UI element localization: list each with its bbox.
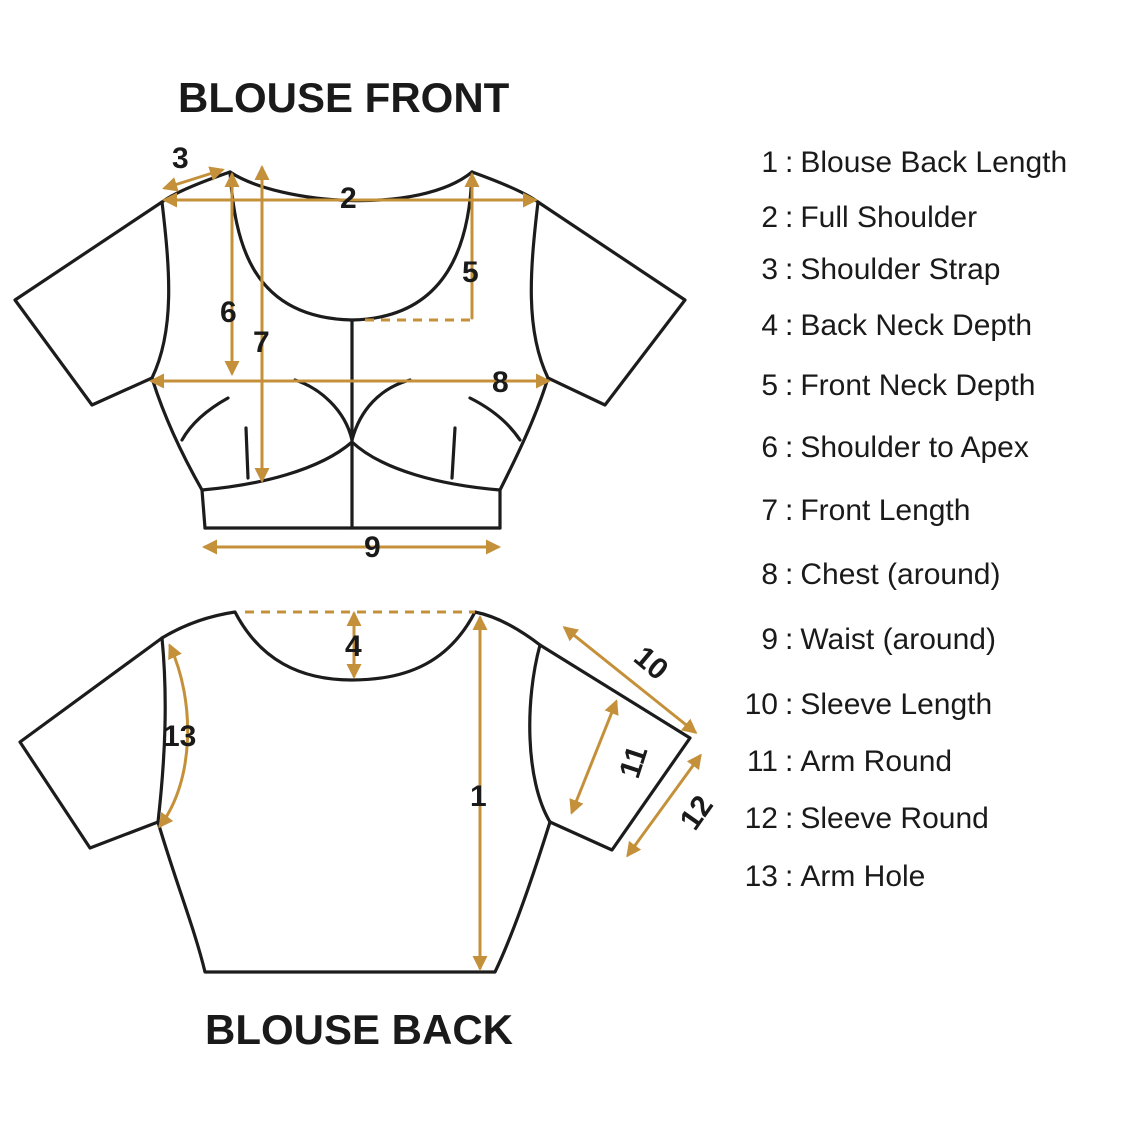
- legend-num: 6: [761, 431, 778, 464]
- legend-label: Sleeve Round: [800, 802, 989, 835]
- back-right-sleeve: [538, 643, 692, 852]
- legend-item: 13:Arm Hole: [712, 860, 1112, 894]
- back-right-sleeve-cap: [528, 643, 552, 824]
- marker-6: 6: [220, 296, 237, 329]
- back-measurements: 4 13 1 10 11 12: [158, 610, 720, 971]
- legend-item: 7:Front Length: [712, 494, 1112, 528]
- marker-2: 2: [340, 182, 357, 215]
- marker-3: 3: [172, 142, 189, 175]
- marker-8: 8: [492, 366, 509, 399]
- legend-sep: :: [785, 494, 794, 527]
- legend-sep: :: [785, 802, 794, 835]
- legend-num: 8: [761, 558, 778, 591]
- legend-item: 6:Shoulder to Apex: [712, 431, 1112, 465]
- legend-label: Shoulder Strap: [800, 253, 1001, 286]
- legend-num: 5: [761, 369, 778, 402]
- marker-4: 4: [345, 630, 362, 663]
- front-right-sleeve: [536, 200, 687, 407]
- legend-sep: :: [785, 431, 794, 464]
- legend-num: 2: [761, 201, 778, 234]
- marker-10: 10: [628, 640, 675, 687]
- legend-label: Front Neck Depth: [800, 369, 1036, 402]
- legend-label: Chest (around): [800, 558, 1001, 591]
- legend-item: 12:Sleeve Round: [712, 802, 1112, 836]
- measure-line-3: [162, 166, 225, 192]
- back-left-sleeve: [18, 636, 164, 850]
- legend-num: 9: [761, 623, 778, 656]
- legend-item: 10:Sleeve Length: [712, 688, 1112, 722]
- legend-label: Arm Hole: [800, 860, 926, 893]
- measure-line-13: [158, 643, 190, 829]
- marker-5: 5: [462, 256, 479, 289]
- legend-label: Waist (around): [800, 623, 996, 656]
- legend-sep: :: [785, 623, 794, 656]
- measure-line-11: [569, 699, 619, 815]
- legend-label: Arm Round: [800, 745, 953, 778]
- measure-line-12: [626, 753, 702, 858]
- front-bust-seams: [180, 378, 522, 480]
- marker-13: 13: [163, 720, 196, 753]
- legend-sep: :: [785, 745, 794, 778]
- front-title: BLOUSE FRONT: [178, 74, 510, 121]
- legend-label: Full Shoulder: [800, 201, 978, 234]
- legend-item: 4:Back Neck Depth: [712, 309, 1112, 343]
- blouse-front-outline: [13, 170, 687, 530]
- legend-label: Shoulder to Apex: [800, 431, 1029, 464]
- legend-item: 2:Full Shoulder: [712, 201, 1112, 235]
- legend-label: Sleeve Length: [800, 688, 993, 721]
- back-title: BLOUSE BACK: [205, 1006, 514, 1053]
- marker-11: 11: [613, 742, 654, 782]
- legend-sep: :: [785, 253, 794, 286]
- legend-sep: :: [785, 860, 794, 893]
- legend-item: 1:Blouse Back Length: [712, 146, 1112, 180]
- legend-item: 9:Waist (around): [712, 623, 1112, 657]
- legend-label: Front Length: [800, 494, 971, 527]
- legend-sep: :: [785, 369, 794, 402]
- legend-num: 10: [744, 688, 778, 721]
- legend-num: 11: [746, 745, 778, 778]
- legend-num: 3: [761, 253, 778, 286]
- marker-9: 9: [364, 531, 381, 564]
- front-right-side: [470, 170, 550, 530]
- legend-label: Blouse Back Length: [800, 146, 1068, 179]
- legend-num: 1: [761, 146, 778, 179]
- front-left-sleeve: [13, 200, 164, 407]
- legend-item: 5:Front Neck Depth: [712, 369, 1112, 403]
- legend-sep: :: [785, 201, 794, 234]
- marker-1: 1: [470, 780, 487, 813]
- legend-sep: :: [785, 146, 794, 179]
- legend-num: 4: [761, 309, 778, 342]
- front-left-side: [150, 170, 232, 530]
- front-measurements: 3 2 5 6 7 8 9: [149, 142, 551, 564]
- legend-sep: :: [785, 688, 794, 721]
- legend-label: Back Neck Depth: [800, 309, 1033, 342]
- legend-sep: :: [785, 309, 794, 342]
- legend-item: 11:Arm Round: [712, 745, 1112, 779]
- legend-item: 8:Chest (around): [712, 558, 1112, 592]
- legend-num: 12: [744, 802, 778, 835]
- marker-7: 7: [253, 326, 270, 359]
- measure-line-10: [562, 626, 698, 734]
- legend-num: 7: [761, 494, 778, 527]
- legend-num: 13: [744, 860, 778, 893]
- legend-item: 3:Shoulder Strap: [712, 253, 1112, 287]
- legend-sep: :: [785, 558, 794, 591]
